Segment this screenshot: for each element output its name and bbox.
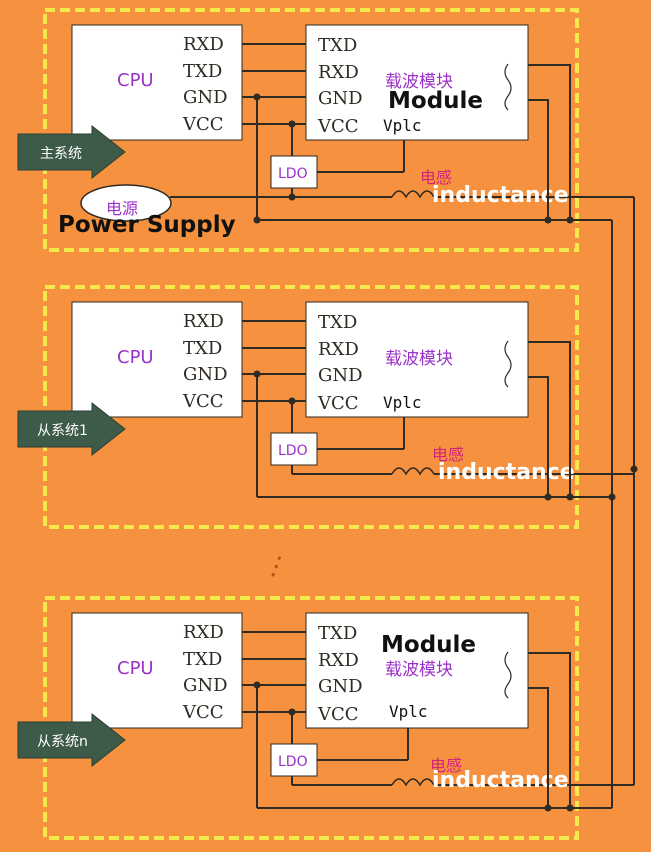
power-supply-label-cn: 电源 — [106, 199, 138, 218]
module-pin-rxd: RXD — [318, 650, 359, 671]
inductance-label-en: inductance — [432, 183, 569, 208]
module-wave-symbol — [504, 340, 512, 388]
module-pin-txd: TXD — [318, 312, 357, 333]
main-system-label: 主系统 — [40, 146, 82, 162]
slave-system-n-label: 从系统n — [37, 734, 88, 750]
vplc-label: Vplc — [383, 116, 422, 135]
module-pin-gnd: GND — [318, 88, 363, 109]
cpu-box — [71, 24, 243, 141]
cpu-label: CPU — [117, 658, 154, 679]
module-box — [305, 24, 529, 141]
slave-system-1-label: 从系统1 — [37, 423, 88, 439]
main-system-block: CPU RXD TXD GND VCC TXD RXD GND VCC 载波模块… — [17, 8, 634, 252]
module-label-en: Module — [388, 88, 483, 114]
module-pin-vcc: VCC — [317, 704, 359, 725]
cpu-pin-vcc: VCC — [182, 114, 224, 135]
vplc-label: Vplc — [389, 702, 428, 721]
slave-system-n-border — [43, 596, 579, 840]
inductance-label-cn: 电感 — [420, 168, 452, 187]
ldo-label: LDO — [278, 443, 308, 459]
main-system-arrow — [17, 124, 126, 180]
slave-system-1-arrow — [17, 401, 126, 457]
slave-system-n-block: CPU RXD TXD GND VCC TXD RXD GND VCC Modu… — [17, 596, 634, 840]
cpu-pin-txd: TXD — [183, 61, 222, 82]
cpu-pin-gnd: GND — [183, 675, 228, 696]
module-pin-gnd: GND — [318, 365, 363, 386]
cpu-pin-gnd: GND — [183, 87, 228, 108]
module-pin-vcc: VCC — [317, 116, 359, 137]
cpu-pin-vcc: VCC — [182, 702, 224, 723]
cpu-pin-rxd: RXD — [183, 34, 224, 55]
vplc-label: Vplc — [383, 393, 422, 412]
power-supply-label-en: Power Supply — [58, 212, 236, 238]
slave-system-n-arrow — [17, 712, 126, 768]
cpu-pin-rxd: RXD — [183, 311, 224, 332]
module-pin-vcc: VCC — [317, 393, 359, 414]
shared-bus — [611, 197, 635, 808]
module-wave-symbol — [504, 63, 512, 111]
cpu-label: CPU — [117, 70, 154, 91]
module-pin-rxd: RXD — [318, 339, 359, 360]
module-label-cn: 载波模块 — [385, 349, 453, 369]
main-system-border — [43, 8, 579, 252]
module-pin-txd: TXD — [318, 35, 357, 56]
cpu-pin-txd: TXD — [183, 649, 222, 670]
module-pin-rxd: RXD — [318, 62, 359, 83]
power-supply — [80, 184, 172, 222]
slave-system-1-border — [43, 285, 579, 529]
ldo-box — [270, 432, 318, 466]
module-pin-txd: TXD — [318, 623, 357, 644]
cpu-pin-gnd: GND — [183, 364, 228, 385]
cpu-pin-vcc: VCC — [182, 391, 224, 412]
inductance-label-cn: 电感 — [430, 756, 462, 775]
cpu-box — [71, 612, 243, 729]
inductance-label-en: inductance — [438, 460, 575, 485]
slave-system-1-block: CPU RXD TXD GND VCC TXD RXD GND VCC 载波模块… — [17, 285, 638, 529]
inductor-symbol — [391, 778, 435, 787]
cpu-box — [71, 301, 243, 418]
module-wave-symbol — [504, 651, 512, 699]
ellipsis-mark: ⋮ — [259, 548, 294, 585]
module-label-en: Module — [381, 632, 476, 658]
ldo-label: LDO — [278, 754, 308, 770]
inductor-symbol — [391, 467, 435, 476]
cpu-label: CPU — [117, 347, 154, 368]
ldo-label: LDO — [278, 166, 308, 182]
module-label-cn: 载波模块 — [385, 72, 453, 92]
cpu-pin-txd: TXD — [183, 338, 222, 359]
inductor-symbol — [391, 190, 435, 199]
module-box — [305, 612, 529, 729]
inductance-label-en: inductance — [432, 768, 569, 793]
cpu-pin-rxd: RXD — [183, 622, 224, 643]
module-pin-gnd: GND — [318, 676, 363, 697]
module-box — [305, 301, 529, 418]
module-label-cn: 载波模块 — [385, 660, 453, 680]
inductance-label-cn: 电感 — [432, 445, 464, 464]
